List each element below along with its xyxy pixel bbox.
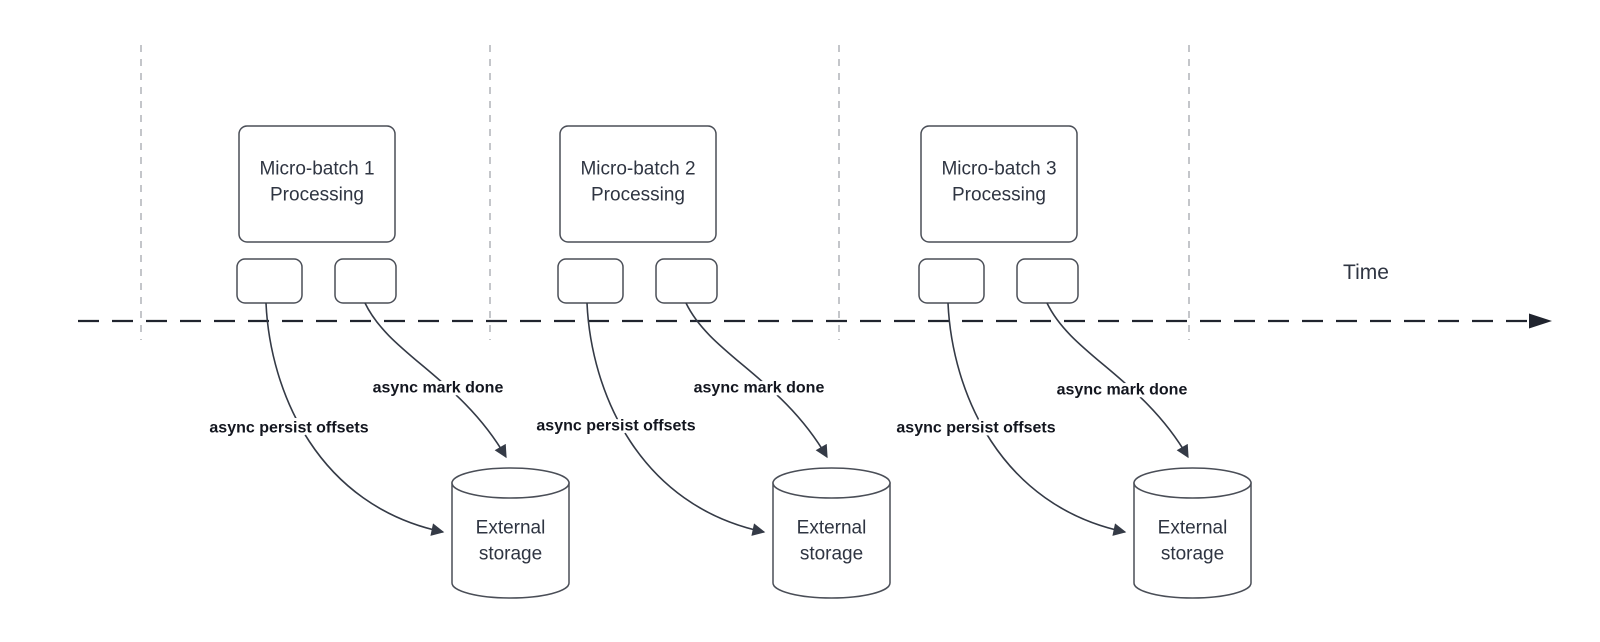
processing-box-label-line1: Micro-batch 2 [580,159,695,180]
timeline-arrow-icon [1529,313,1552,329]
storage-cylinder-body [1133,482,1252,599]
offset-mini-box [236,258,303,304]
done-mini-box [1016,258,1079,304]
storage-cylinder-top [451,467,570,499]
processing-box-label-line2: Processing [591,185,685,206]
processing-box [920,125,1078,243]
processing-box-label-line2: Processing [270,185,364,206]
persist-offsets-label: async persist offsets [896,420,1055,437]
persist-offsets-arrow [947,302,1127,536]
storage-cylinder-body [772,482,891,599]
mark-done-arrow [1046,302,1189,459]
storage-label-line1: External [1158,518,1228,539]
persist-offsets-label: async persist offsets [536,418,695,435]
offset-mini-box [557,258,624,304]
mark-done-label: async mark done [373,380,504,397]
processing-box-label-line2: Processing [952,185,1046,206]
processing-box [238,125,396,243]
persist-offsets-arrow [265,302,445,536]
persist-offsets-label: async persist offsets [209,420,368,437]
storage-label-line2: storage [800,544,863,565]
mark-done-label: async mark done [1057,382,1188,399]
mark-done-arrow [685,302,828,459]
mark-done-label: async mark done [694,380,825,397]
mark-done-arrow [364,302,507,459]
storage-label-line1: External [797,518,867,539]
storage-label-line2: storage [1161,544,1224,565]
processing-box-label-line1: Micro-batch 1 [259,159,374,180]
processing-box-label-line1: Micro-batch 3 [941,159,1056,180]
storage-cylinder-top [1133,467,1252,499]
micro-batch-group-3: Micro-batch 3 Processing External storag… [893,125,1252,599]
offset-mini-box [918,258,985,304]
done-mini-box [334,258,397,304]
processing-box [559,125,717,243]
timeline-label: Time [1343,261,1389,284]
storage-label-line2: storage [479,544,542,565]
persist-offsets-arrow [586,302,766,536]
storage-label-line1: External [476,518,546,539]
storage-cylinder-top [772,467,891,499]
done-mini-box [655,258,718,304]
micro-batch-group-1: Micro-batch 1 Processing External storag… [206,125,570,599]
storage-cylinder-body [451,482,570,599]
micro-batch-group-2: Micro-batch 2 Processing External storag… [533,125,891,599]
